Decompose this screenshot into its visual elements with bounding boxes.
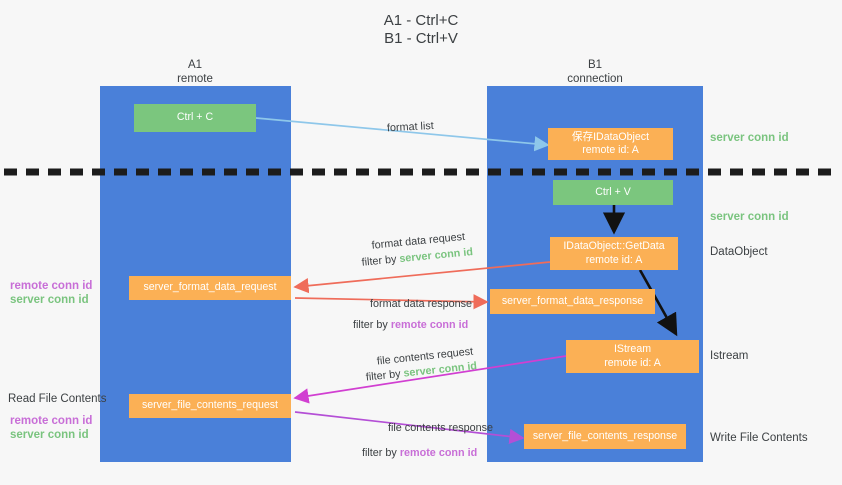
lane-header-a1-sub: remote	[177, 73, 213, 85]
edge-format-list	[255, 117, 550, 152]
annotation-write-file-contents: Write File Contents	[710, 432, 808, 444]
edge-label-format-data-response: format data response	[358, 285, 472, 323]
edge-filter-target-remote-conn-id: remote conn id	[399, 446, 478, 459]
node-ctrl-v[interactable]: Ctrl + V	[553, 180, 673, 205]
lane-header-a1-name: A1	[187, 59, 203, 71]
edge-label-format-list-text: format list	[386, 119, 435, 135]
edge-label-file-contents-response-text: file contents response	[388, 421, 494, 434]
edge-filter-format-data-response: filter by remote conn id	[341, 306, 468, 344]
node-server-format-data-response[interactable]: server_format_data_response	[490, 289, 655, 314]
edge-format-data-request	[293, 261, 551, 294]
edge-label-format-data-response-text: format data response	[370, 297, 473, 310]
edge-filter-file-contents-response: filter by remote conn id	[350, 434, 477, 472]
node-save-idataobject[interactable]: 保存IDataObject remote id: A	[548, 128, 673, 160]
edge-file-contents-request	[293, 355, 567, 404]
node-server-file-contents-request-label: server_file_contents_request	[141, 399, 279, 412]
edge-filter-target-server-conn-id: server conn id	[402, 359, 478, 380]
node-save-idataobject-line2: remote id: A	[582, 144, 639, 156]
node-ctrl-c[interactable]: Ctrl + C	[134, 104, 256, 132]
edge-label-format-list: format list	[374, 107, 435, 148]
node-ctrl-c-label: Ctrl + C	[176, 111, 214, 124]
edge-filter-target-server-conn-id: server conn id	[398, 245, 474, 265]
node-istream-line1: IStream	[613, 343, 652, 356]
node-server-file-contents-response[interactable]: server_file_contents_response	[524, 424, 686, 449]
lane-header-b1-sub: connection	[567, 73, 623, 85]
annotation-remote-conn-id-1: remote conn id	[10, 280, 93, 292]
node-ctrl-v-label: Ctrl + V	[595, 185, 631, 198]
annotation-read-file-contents: Read File Contents	[8, 393, 107, 405]
edge-getdata-istream	[638, 269, 678, 337]
edge-filter-prefix: filter by	[361, 252, 400, 269]
annotation-dataobject: DataObject	[710, 246, 768, 258]
node-server-format-data-response-label: server_format_data_response	[501, 294, 644, 307]
edge-file-contents-response	[294, 411, 525, 445]
diagram-title-line1: A1 - Ctrl+C	[383, 12, 459, 29]
node-server-file-contents-response-label: server_file_contents_response	[532, 429, 678, 442]
edge-filter-prefix: filter by	[362, 446, 400, 459]
edge-format-data-response	[294, 294, 489, 310]
lane-header-b1-name: B1	[587, 59, 603, 71]
node-server-format-data-request[interactable]: server_format_data_request	[129, 276, 291, 300]
edge-filter-prefix: filter by	[353, 318, 391, 331]
annotation-remote-conn-id-2: remote conn id	[10, 415, 93, 427]
edge-filter-target-remote-conn-id: remote conn id	[390, 318, 469, 331]
node-istream-line2: remote id: A	[604, 356, 661, 369]
annotation-server-conn-id-3: server conn id	[10, 294, 89, 306]
node-server-format-data-request-label: server_format_data_request	[143, 281, 277, 294]
diagram-title-line2: B1 - Ctrl+V	[384, 30, 458, 47]
annotation-server-conn-id-1: server conn id	[710, 132, 789, 144]
node-idataobject-getdata[interactable]: IDataObject::GetData remote id: A	[550, 237, 678, 270]
node-server-file-contents-request[interactable]: server_file_contents_request	[129, 394, 291, 418]
annotation-server-conn-id-4: server conn id	[10, 429, 89, 441]
edge-label-file-contents-response: file contents response	[376, 409, 493, 447]
annotation-server-conn-id-2: server conn id	[710, 211, 789, 223]
edge-filter-prefix: filter by	[365, 367, 405, 384]
node-istream[interactable]: IStream remote id: A	[566, 340, 699, 373]
node-save-idataobject-line1: 保存IDataObject	[571, 130, 650, 143]
node-getdata-line2: remote id: A	[585, 253, 643, 266]
annotation-istream: Istream	[710, 350, 749, 362]
node-getdata-line1: IDataObject::GetData	[563, 240, 665, 253]
